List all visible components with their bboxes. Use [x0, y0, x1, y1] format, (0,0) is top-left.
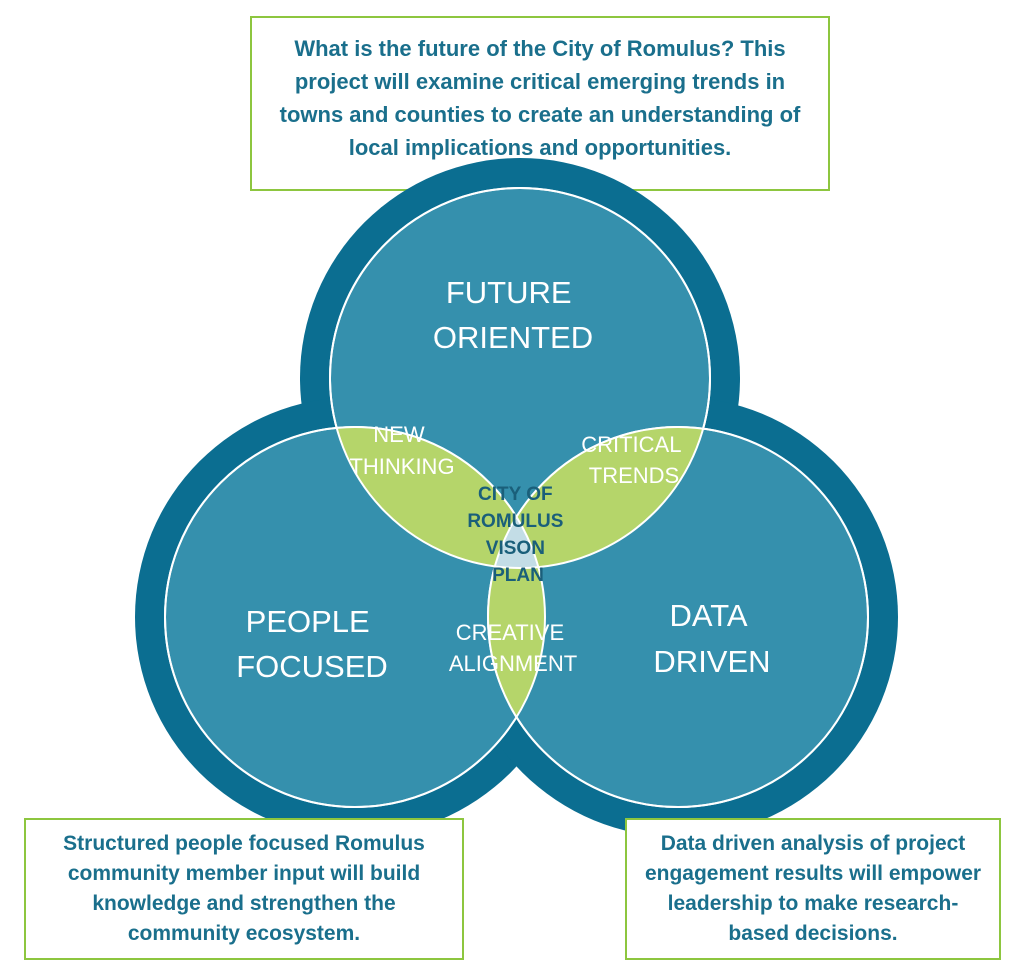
label-city-vision-plan: CITY OF ROMULUS VISON PLAN: [467, 484, 568, 586]
label-data-driven: DATA DRIVEN: [653, 598, 770, 679]
callout-data-description: Data driven analysis of project engageme…: [625, 818, 1001, 960]
callout-people-description: Structured people focused Romulus commun…: [24, 818, 464, 960]
label-creative-alignment: CREATIVE ALIGNMENT: [449, 620, 577, 676]
label-people-focused: PEOPLE FOCUSED: [236, 604, 388, 684]
outline-top: [329, 187, 711, 569]
outline-left: [164, 426, 546, 808]
label-future-oriented: FUTURE ORIENTED: [433, 275, 593, 355]
outline-right: [487, 426, 869, 808]
callout-future-description: What is the future of the City of Romulu…: [250, 16, 830, 191]
overlap-new-thinking: [330, 427, 545, 568]
label-critical-trends: CRITICAL TRENDS: [581, 432, 687, 488]
overlap-critical-trends: [488, 427, 710, 568]
label-new-thinking: NEW THINKING: [349, 422, 454, 479]
